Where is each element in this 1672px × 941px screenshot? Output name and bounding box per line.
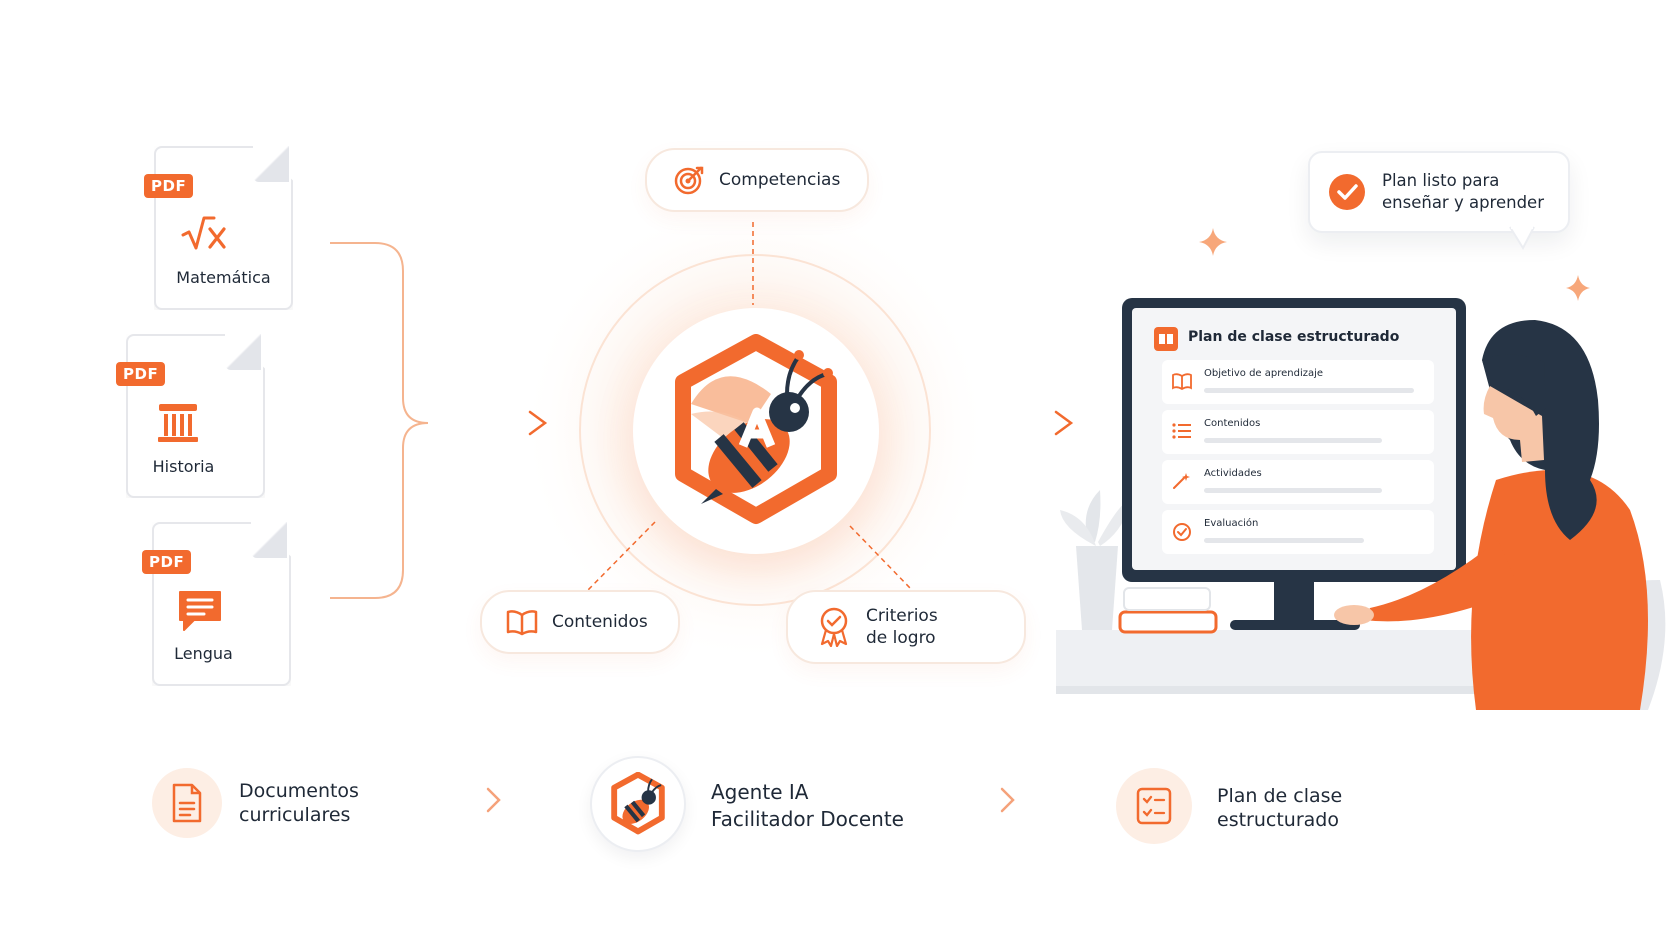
- chip-label-line1: Criterios: [866, 606, 938, 626]
- bubble-tail: [1509, 226, 1535, 251]
- check-circle-icon: [1329, 174, 1365, 210]
- chip-competencias[interactable]: Competencias: [645, 148, 869, 212]
- ai-agent-hub[interactable]: [633, 308, 879, 554]
- chat-bubble-icon: [179, 591, 221, 631]
- placeholder-bar: [1204, 438, 1382, 443]
- column-building-icon: [158, 404, 198, 442]
- check-circle-icon: [1173, 523, 1191, 541]
- screen-item-label: Objetivo de aprendizaje: [1204, 368, 1324, 379]
- square-root-icon: [181, 216, 226, 250]
- chip-label-line2: de logro: [866, 628, 936, 648]
- open-book-icon: [506, 610, 538, 636]
- chip-label: Contenidos: [552, 612, 648, 632]
- checklist-icon: [1136, 787, 1172, 825]
- step-label-line1: Agente IA: [711, 780, 809, 804]
- placeholder-bar: [1204, 488, 1382, 493]
- monitor-screen: Plan de clase estructurado Objetivo de a…: [1132, 308, 1456, 570]
- award-badge-icon: [820, 607, 848, 647]
- pdf-badge: PDF: [142, 550, 192, 574]
- document-label: Lengua: [174, 644, 233, 663]
- chevron-right-icon: [486, 787, 501, 813]
- placeholder-bar: [1204, 538, 1364, 543]
- document-label: Historia: [152, 457, 215, 476]
- screen-item-contenidos[interactable]: Contenidos: [1162, 410, 1434, 454]
- bee-hexagon-logo-icon: [675, 334, 837, 524]
- chip-criterios-de-logro[interactable]: Criterios de logro: [786, 590, 1026, 664]
- chip-contenidos[interactable]: Contenidos: [480, 590, 680, 654]
- pdf-badge: PDF: [116, 362, 166, 386]
- document-icon: [172, 783, 202, 823]
- screen-item-label: Contenidos: [1204, 418, 1261, 429]
- document-label: Matemática: [176, 268, 271, 287]
- chip-label: Competencias: [719, 170, 841, 190]
- target-icon: [674, 166, 704, 195]
- step-label-line2: estructurado: [1217, 809, 1339, 831]
- bubble-line1: Plan listo para: [1382, 171, 1500, 190]
- step-label-line2: curriculares: [239, 804, 351, 826]
- chevron-right-icon: [1000, 787, 1015, 813]
- screen-title: Plan de clase estructurado: [1188, 329, 1400, 345]
- ready-plan-bubble: Plan listo para enseñar y aprender: [1308, 151, 1570, 233]
- bubble-line2: enseñar y aprender: [1382, 193, 1544, 212]
- list-icon: [1172, 423, 1191, 439]
- book-square-icon: [1154, 327, 1178, 351]
- step-label-line1: Documentos: [239, 780, 359, 802]
- placeholder-bar: [1204, 388, 1414, 393]
- step-label-line2: Facilitador Docente: [711, 807, 904, 831]
- pdf-badge: PDF: [144, 174, 194, 198]
- bee-hexagon-logo-icon: [611, 772, 665, 835]
- screen-item-label: Actividades: [1204, 468, 1262, 479]
- screen-item-evaluacion[interactable]: Evaluación: [1162, 510, 1434, 554]
- screen-item-actividades[interactable]: Actividades: [1162, 460, 1434, 504]
- screen-item-objetivo[interactable]: Objetivo de aprendizaje: [1162, 360, 1434, 404]
- screen-item-label: Evaluación: [1204, 518, 1259, 529]
- open-book-icon: [1172, 373, 1192, 390]
- sparkle-wand-icon: [1173, 473, 1190, 489]
- step-label-line1: Plan de clase: [1217, 785, 1343, 807]
